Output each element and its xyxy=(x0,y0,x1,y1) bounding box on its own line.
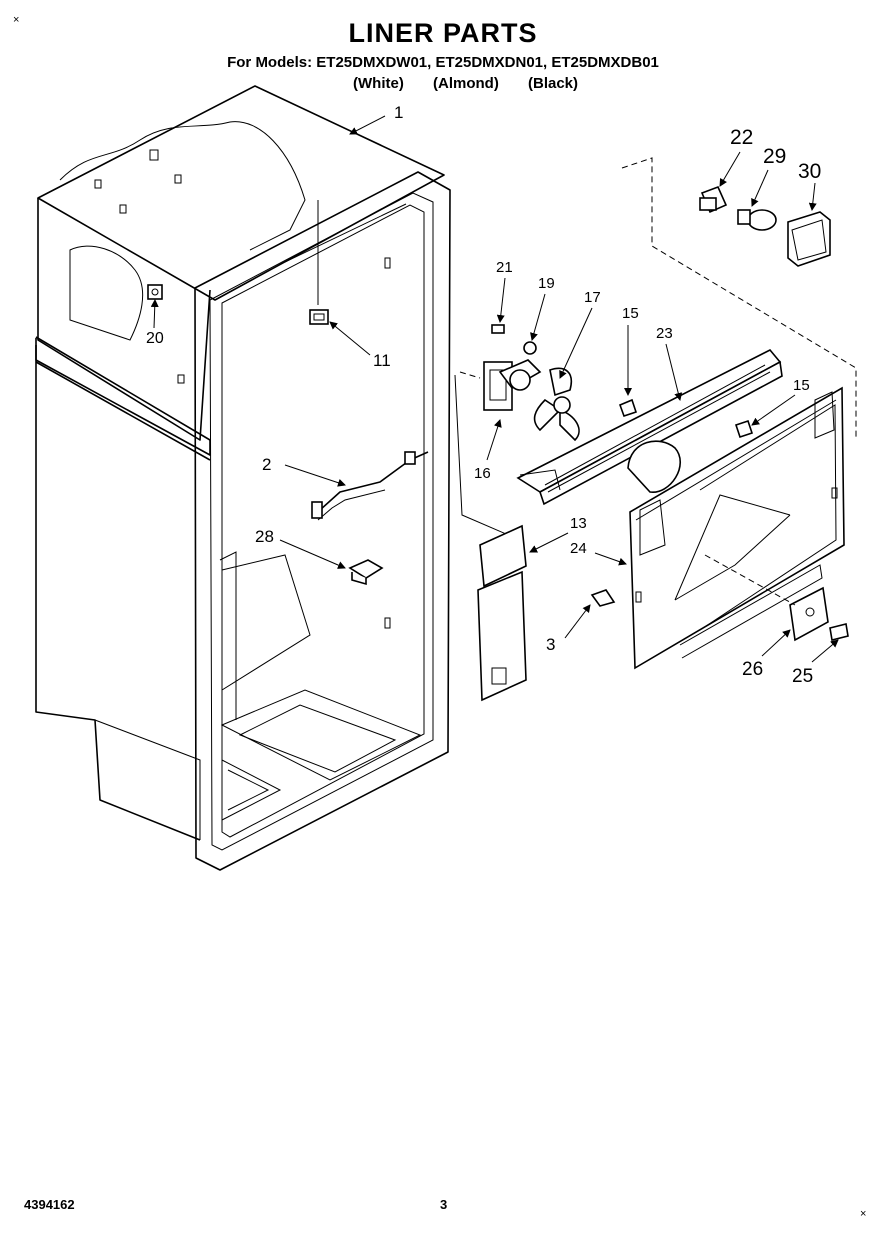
callout-21: 21 xyxy=(496,259,513,276)
callout-29: 29 xyxy=(763,145,786,168)
color-white-label: (White) xyxy=(353,75,404,92)
explode-line-lamp xyxy=(621,157,857,440)
callout-22: 22 xyxy=(730,126,753,149)
callout-2: 2 xyxy=(262,455,271,474)
callout-1: 1 xyxy=(394,103,403,122)
callout-16: 16 xyxy=(474,465,491,482)
part-11-clip xyxy=(309,309,329,325)
part-15-screw xyxy=(618,398,754,439)
part-30-lamp-cover xyxy=(787,211,831,267)
corner-mark-bottom-right: × xyxy=(860,1208,867,1220)
callout-19: 19 xyxy=(538,275,555,292)
color-almond-label: (Almond) xyxy=(433,75,499,92)
part-24-evaporator-cover xyxy=(629,386,845,670)
callout-20: 20 xyxy=(146,330,164,347)
part-22-lamp-socket xyxy=(699,185,728,214)
callout-24: 24 xyxy=(570,540,587,557)
callouts: 1 2 3 11 13 15 15 16 17 19 20 21 22 23 2… xyxy=(146,103,821,687)
page-number: 3 xyxy=(440,1197,448,1212)
corner-mark-top-left: × xyxy=(13,14,20,26)
part-13-panel xyxy=(477,524,527,702)
page-title: LINER PARTS xyxy=(348,18,538,48)
leader-arrows xyxy=(150,115,839,663)
color-black-label: (Black) xyxy=(528,75,579,92)
models-line: For Models: ET25DMXDW01, ET25DMXDN01, ET… xyxy=(227,54,659,71)
explode-line-fan xyxy=(459,371,481,379)
document-number: 4394162 xyxy=(24,1197,75,1212)
part-28-bracket xyxy=(348,559,384,586)
callout-25: 25 xyxy=(792,666,813,687)
part-29-bulb xyxy=(737,209,777,231)
part-3-clip xyxy=(590,589,616,607)
callout-17: 17 xyxy=(584,289,601,306)
part-25-screw xyxy=(829,623,849,641)
callout-3: 3 xyxy=(546,635,555,654)
part-2-wire-harness xyxy=(311,451,429,521)
callout-11: 11 xyxy=(373,351,391,370)
callout-23: 23 xyxy=(656,325,673,342)
callout-30: 30 xyxy=(798,160,821,183)
callout-13: 13 xyxy=(570,515,587,532)
part-26-plate xyxy=(789,586,829,642)
fan-motor-assembly xyxy=(483,324,580,442)
liner-cabinet xyxy=(35,85,521,871)
part-20-fastener xyxy=(147,284,163,300)
callout-28: 28 xyxy=(255,527,274,546)
callout-26: 26 xyxy=(742,659,763,680)
callout-15a: 15 xyxy=(622,305,639,322)
part-23-air-duct xyxy=(516,348,783,506)
explode-line-cover xyxy=(704,554,796,606)
callout-15b: 15 xyxy=(793,377,810,394)
